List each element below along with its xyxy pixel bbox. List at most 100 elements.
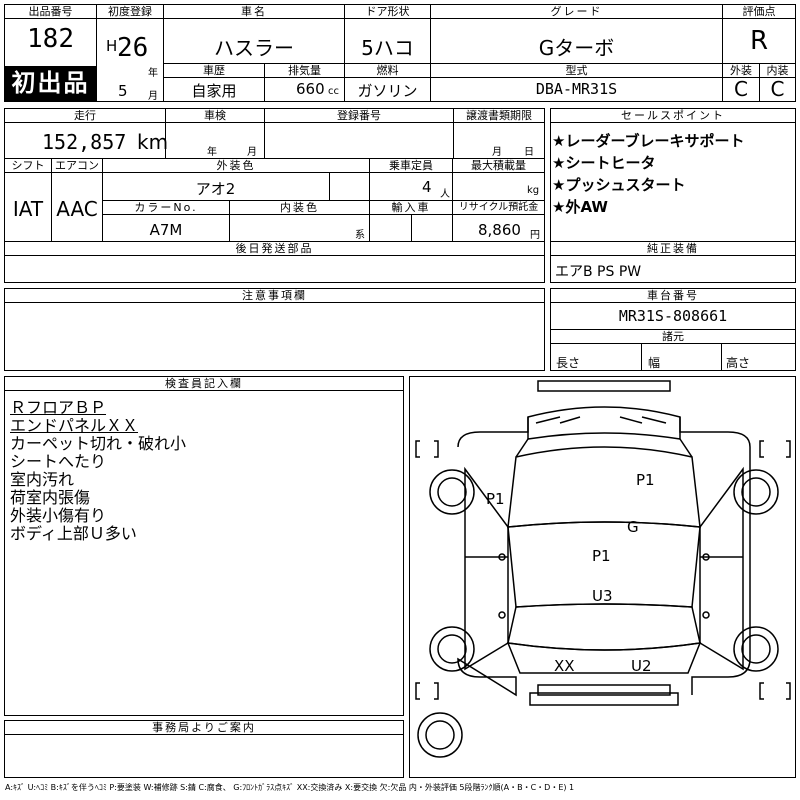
shift-label: シフト <box>5 159 51 173</box>
recycle-fee: 8,860 <box>478 221 521 239</box>
specs-block <box>4 108 545 242</box>
doors-label: ドア形状 <box>345 5 430 19</box>
reg-year: 26 <box>117 33 149 63</box>
notes-label: 注意事項欄 <box>5 289 544 303</box>
capacity-unit: 人 <box>440 189 450 200</box>
reg-month: 5 <box>118 82 128 100</box>
mileage: 152,857 <box>42 130 127 154</box>
insp-month-unit: 月 <box>247 147 257 158</box>
damage-mark: P1 <box>592 547 611 565</box>
header-block <box>4 4 796 102</box>
insp-year-unit: 年 <box>207 147 217 158</box>
inspection-label: 車検 <box>166 109 264 123</box>
damage-mark: U3 <box>592 587 613 605</box>
sales-point-item: ★レーダーブレーキサポート <box>552 132 745 150</box>
lot-no: 182 <box>27 24 74 54</box>
damage-mark: P1 <box>636 471 655 489</box>
displacement-label: 排気量 <box>265 64 344 78</box>
first-reg-label: 初度登録 <box>97 5 163 19</box>
car-name: ハスラー <box>214 36 294 60</box>
inspector-line: ボディ上部Ｕ多い <box>10 524 137 543</box>
reg-no-label: 登録番号 <box>265 109 453 123</box>
transfer-month-unit: 月 <box>492 147 502 158</box>
equipment-value: エアB PS PW <box>555 264 642 280</box>
dim-width: 幅 <box>648 356 661 370</box>
chassis-number: MR31S-808661 <box>618 307 728 325</box>
history: 自家用 <box>191 82 237 100</box>
equipment-box <box>550 241 796 283</box>
exterior-label: 外装 <box>723 64 759 78</box>
doors: 5ハコ <box>361 36 414 60</box>
inspector-line: カーペット切れ・破れ小 <box>10 434 187 453</box>
load-unit: kg <box>527 185 540 196</box>
car-name-label: 車名 <box>164 5 344 19</box>
legend-text: A:ｷｽﾞ U:ﾍｺﾐ B:ｷｽﾞを伴うﾍｺﾐ P:要塗装 W:補修跡 S:錆 … <box>5 783 575 792</box>
capacity: 4 <box>422 178 432 196</box>
office-label: 事務局よりご案内 <box>5 721 403 735</box>
equipment-label: 純正装備 <box>551 242 795 256</box>
inspector-box <box>4 376 404 716</box>
interior-label: 内装 <box>760 64 795 78</box>
color-no: A7M <box>149 221 183 239</box>
ac: AAC <box>56 197 98 221</box>
fuel-label: 燃料 <box>345 64 430 78</box>
history-label: 車歴 <box>164 64 264 78</box>
notes-box <box>4 288 545 371</box>
sales-point-item: ★プッシュスタート <box>552 176 686 194</box>
int-color-unit: 系 <box>355 230 365 241</box>
inspector-line: シートへたり <box>10 452 107 471</box>
later-parts-label: 後日発送部品 <box>5 242 544 256</box>
ac-label: エアコン <box>52 159 102 173</box>
sales-point-item: ★シートヒータ <box>552 154 656 172</box>
model-label: 型式 <box>431 64 722 78</box>
exterior-grade: C <box>734 77 748 101</box>
shift: IAT <box>12 197 44 221</box>
recycle-label: リサイクル預託金 <box>453 201 544 215</box>
interior-grade: C <box>770 77 785 101</box>
score-label: 評価点 <box>723 5 795 19</box>
capacity-label: 乗車定員 <box>370 159 452 173</box>
office-box <box>4 720 404 778</box>
car-diagram <box>415 380 791 758</box>
lot-no-label: 出品番号 <box>5 5 96 19</box>
mileage-label: 走行 <box>5 109 165 123</box>
transfer-label: 譲渡書類期限 <box>454 109 544 123</box>
inspector-line: 外装小傷有り <box>10 506 107 525</box>
displacement: 660 <box>296 80 325 98</box>
damage-mark: P1 <box>486 490 505 508</box>
color-no-label: カラーNo. <box>103 201 229 215</box>
grade-label: グレード <box>431 5 722 19</box>
recycle-unit: 円 <box>530 230 540 241</box>
inspector-line: エンドパネルＸＸ <box>10 416 139 435</box>
inspector-line: 荷室内張傷 <box>10 488 91 507</box>
damage-mark: U2 <box>631 657 652 675</box>
transfer-day-unit: 日 <box>524 147 534 158</box>
sales-points-label: セールスポイント <box>551 109 795 123</box>
body-color: アオ2 <box>195 180 236 198</box>
car-diagram-box <box>409 376 796 778</box>
damage-mark: XX <box>554 657 575 675</box>
score: R <box>749 26 769 56</box>
import-label: 輸入車 <box>370 201 452 215</box>
fuel: ガソリン <box>357 82 418 100</box>
model: DBA-MR31S <box>535 80 618 98</box>
dims-label: 諸元 <box>551 330 795 344</box>
load-label: 最大積載量 <box>453 159 544 173</box>
mileage-unit: km <box>137 130 169 154</box>
dim-length: 長さ <box>556 356 581 370</box>
month-unit: 月 <box>148 91 158 102</box>
damage-mark: G <box>627 518 639 536</box>
color-label: 外装色 <box>103 159 369 173</box>
chassis-label: 車台番号 <box>551 289 795 303</box>
displacement-unit: cc <box>328 86 339 97</box>
inspector-line: ＲフロアＢＰ <box>10 398 107 417</box>
first-listing-badge: 初出品 <box>5 66 96 101</box>
era: H <box>106 37 118 55</box>
int-color-label: 内装色 <box>230 201 369 215</box>
later-parts-box <box>4 241 545 283</box>
grade: Gターボ <box>538 36 615 60</box>
inspector-line: 室内汚れ <box>10 470 75 489</box>
year-unit: 年 <box>148 68 158 79</box>
sales-point-item: ★外AW <box>552 198 608 216</box>
inspector-label: 検査員記入欄 <box>5 377 403 391</box>
